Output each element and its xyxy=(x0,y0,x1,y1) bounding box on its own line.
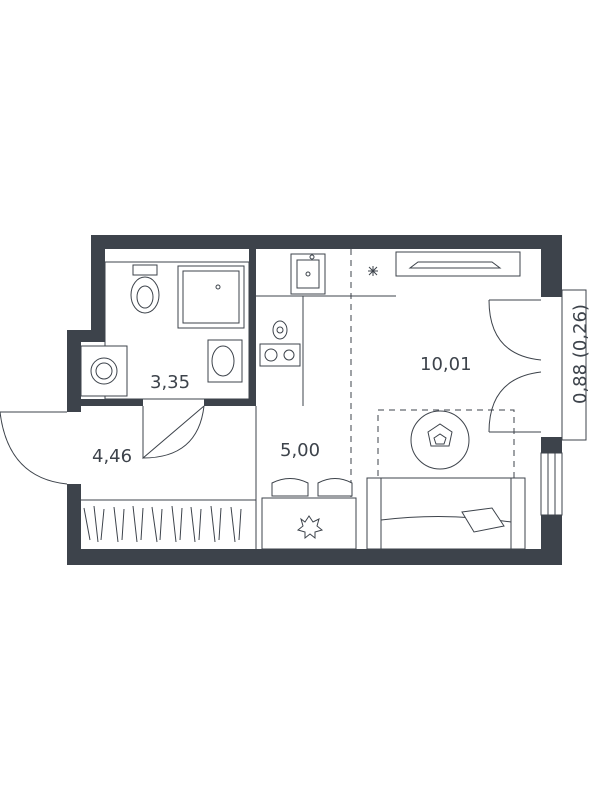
bathroom-area-label: 3,35 xyxy=(150,372,190,393)
washing-machine-inner xyxy=(95,362,113,380)
dining-chair-left xyxy=(271,478,309,497)
dining-table xyxy=(261,497,357,550)
cooktop-burner-2 xyxy=(283,349,295,361)
tv-panel xyxy=(408,261,502,269)
sofa-cushion xyxy=(461,507,505,533)
balcony-door-swing-bottom xyxy=(488,371,542,433)
bath-inner-outline xyxy=(104,261,250,400)
wall-partition-kitchen xyxy=(249,249,256,406)
washing-machine-drum xyxy=(90,357,118,385)
coffee-table xyxy=(410,410,470,470)
shower-inner xyxy=(182,270,240,324)
living-furniture xyxy=(366,251,526,550)
dining-chair-right xyxy=(317,478,353,497)
kitchen-tap xyxy=(309,254,315,260)
coffee-table-decor xyxy=(427,423,453,447)
kitchen-fixtures xyxy=(259,253,378,367)
toilet-seat xyxy=(136,285,154,309)
balcony-area-label: 0,88 (0,26) xyxy=(570,304,591,404)
sofa-arm-left xyxy=(366,477,382,550)
table-plant xyxy=(296,515,324,540)
sofa-arm-right xyxy=(510,477,526,550)
dining-area xyxy=(261,478,357,550)
wall-right-upper xyxy=(541,235,562,297)
balcony xyxy=(488,289,587,516)
balcony-door-swing-top xyxy=(488,299,542,361)
washbasin-bowl xyxy=(211,345,235,377)
window-right xyxy=(540,452,563,516)
wardrobe-hangers xyxy=(83,505,242,543)
sofa-body xyxy=(366,477,526,550)
toilet-tank xyxy=(132,264,158,276)
entrance-door xyxy=(0,411,68,485)
wall-bottom xyxy=(67,549,562,565)
wall-left-middle xyxy=(67,330,81,412)
kettle-lid xyxy=(276,326,284,334)
bathroom-fixtures xyxy=(80,264,245,397)
doors xyxy=(0,405,205,485)
shower-drain xyxy=(215,284,221,290)
cooktop-burner-1 xyxy=(264,348,278,362)
wall-bath-bottom-left xyxy=(81,399,143,406)
wall-right-middle xyxy=(541,437,562,453)
kitchen-area-label: 5,00 xyxy=(280,440,320,461)
wall-top xyxy=(91,235,562,249)
tv-stand xyxy=(395,251,521,277)
fridge-mark-d xyxy=(368,266,378,276)
kitchen-sink-drain xyxy=(305,271,311,277)
wall-left-lower xyxy=(67,484,81,565)
sofa-seat xyxy=(380,515,512,550)
balcony-outline xyxy=(561,289,587,441)
wall-left-upper xyxy=(91,235,105,330)
inner-lines xyxy=(81,249,396,549)
hallway-area-label: 4,46 xyxy=(92,446,132,467)
bathroom-door xyxy=(142,405,205,460)
wall-bath-bottom-right xyxy=(204,399,256,406)
wardrobe xyxy=(83,505,242,543)
living-area-label: 10,01 xyxy=(420,354,472,375)
walls xyxy=(67,235,562,565)
